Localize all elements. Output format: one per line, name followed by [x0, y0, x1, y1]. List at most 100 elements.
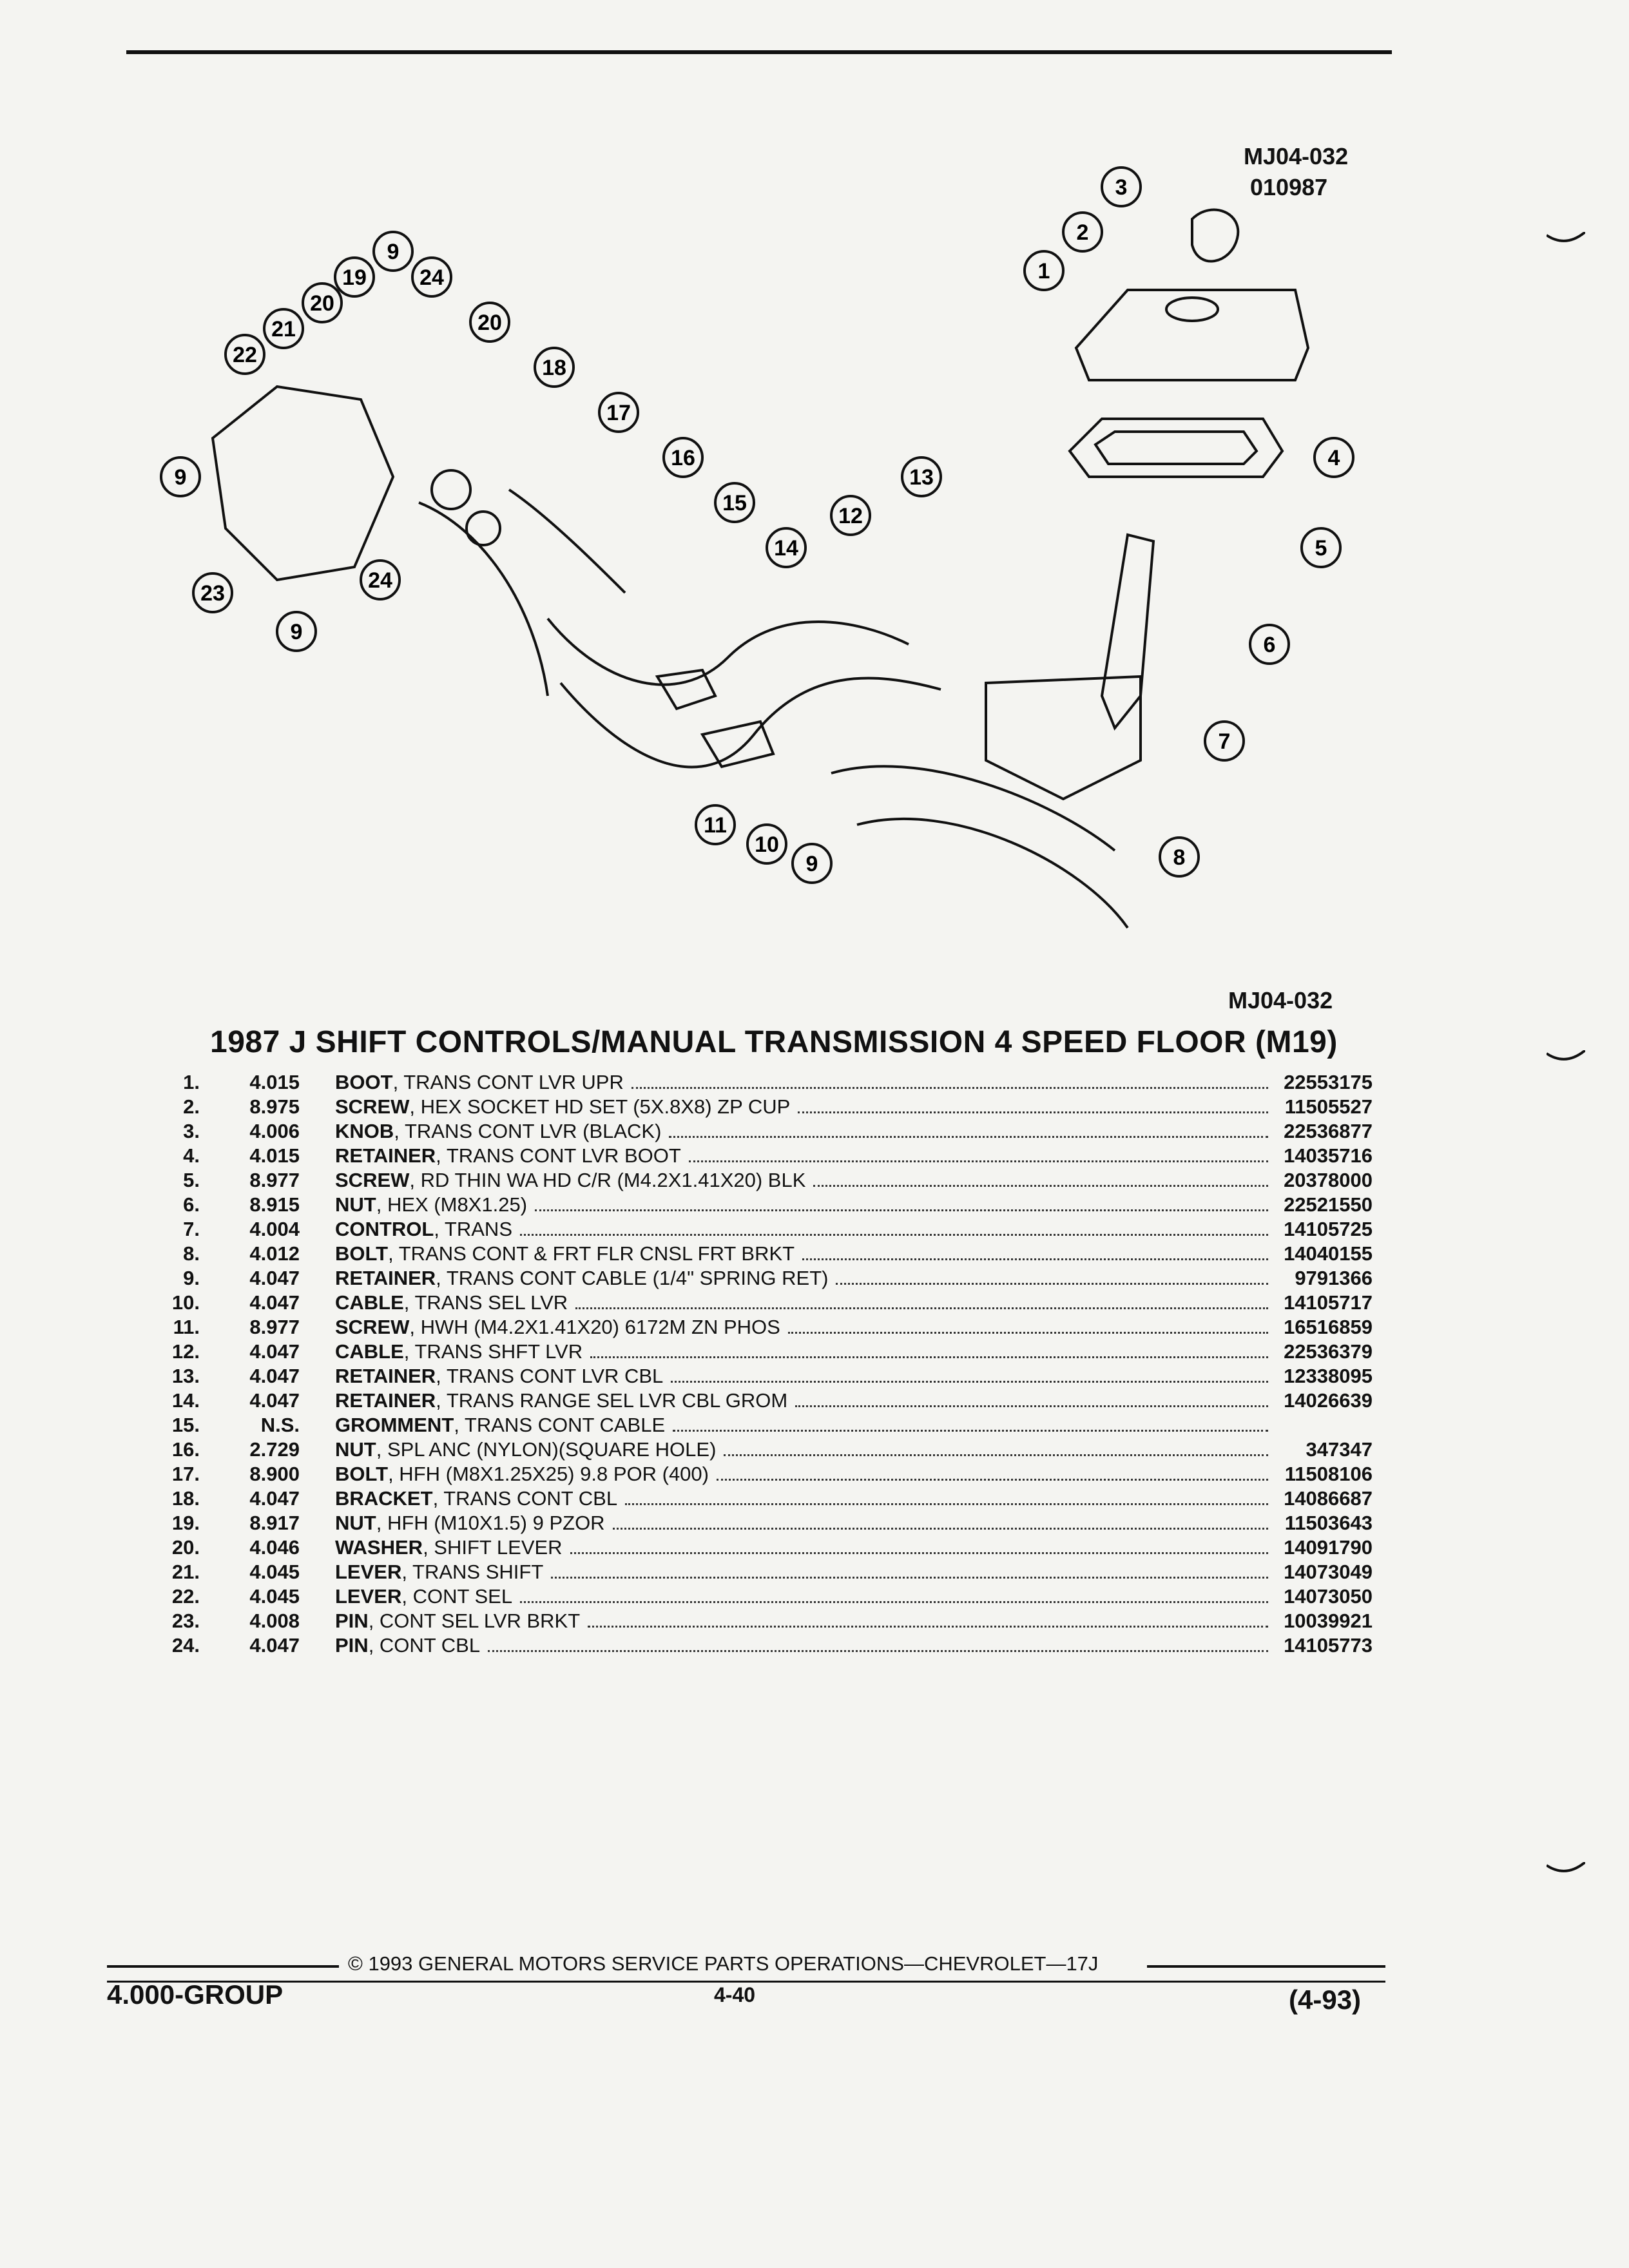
svg-text:9: 9 [175, 465, 187, 490]
leader-dots [795, 1389, 1268, 1407]
part-number: 22536877 [1284, 1120, 1373, 1142]
part-name: SCREW [335, 1169, 410, 1191]
leader-dots [671, 1365, 1268, 1383]
callout-11: 11 [695, 804, 736, 845]
part-index: 17. [171, 1463, 200, 1485]
part-detail: , TRANS CONT LVR CBL [436, 1365, 664, 1387]
part-number: 14073050 [1284, 1585, 1373, 1608]
control-base-shape [985, 675, 1142, 801]
part-detail: , TRANS CONT CBL [432, 1487, 618, 1510]
leader-dots [798, 1095, 1268, 1113]
part-description: NUT, HEX (M8X1.25) [335, 1193, 1276, 1216]
part-name: BOLT [335, 1463, 389, 1485]
group-label: 4.000-GROUP [107, 1979, 284, 2010]
part-detail: , TRANS SHIFT [401, 1561, 544, 1583]
part-group: 4.047 [249, 1267, 300, 1289]
callout-20-right: 20 [469, 302, 510, 343]
part-index: 3. [183, 1120, 200, 1142]
part-description: GROMMENT, TRANS CONT CABLE [335, 1414, 1276, 1437]
part-name: PIN [335, 1610, 369, 1632]
part-name: PIN [335, 1634, 369, 1657]
callout-6: 6 [1249, 624, 1290, 665]
leader-dots [575, 1291, 1268, 1309]
part-detail: , SPL ANC (NYLON)(SQUARE HOLE) [376, 1438, 717, 1461]
part-description: KNOB, TRANS CONT LVR (BLACK) [335, 1120, 1276, 1143]
svg-text:19: 19 [342, 265, 367, 290]
part-name: BRACKET [335, 1487, 433, 1510]
part-number: 14026639 [1284, 1389, 1373, 1412]
svg-text:24: 24 [419, 265, 444, 290]
callout-16: 16 [662, 437, 704, 478]
page-number: 4-40 [714, 1983, 756, 2006]
part-index: 2. [183, 1095, 200, 1118]
callout-19: 19 [334, 256, 375, 298]
callout-21: 21 [263, 308, 304, 349]
svg-text:17: 17 [606, 401, 631, 425]
part-index: 18. [171, 1487, 200, 1510]
part-detail: , TRANS CONT CABLE (1/4" SPRING RET) [436, 1267, 829, 1289]
part-number: 14035716 [1284, 1144, 1373, 1167]
svg-text:2: 2 [1077, 220, 1089, 245]
part-number: 22521550 [1284, 1193, 1373, 1216]
part-number: 10039921 [1284, 1610, 1373, 1632]
shift-lever-shape [1100, 533, 1155, 731]
part-name: BOOT [335, 1071, 393, 1093]
diagram-code-top: MJ04-032 [1244, 143, 1349, 169]
leader-dots [673, 1414, 1268, 1432]
svg-text:5: 5 [1315, 536, 1327, 561]
part-index: 20. [171, 1536, 200, 1559]
part-description: SCREW, HWH (M4.2X1.41X20) 6172M ZN PHOS [335, 1316, 1276, 1339]
callout-22: 22 [224, 334, 265, 375]
part-description: RETAINER, TRANS CONT LVR BOOT [335, 1144, 1276, 1168]
callout-14: 14 [766, 527, 807, 568]
part-description: PIN, CONT CBL [335, 1634, 1276, 1657]
part-detail: , HFH (M8X1.25X25) 9.8 POR (400) [388, 1463, 709, 1485]
part-group: 4.008 [249, 1610, 300, 1632]
diagram-code-bottom: MJ04-032 [1228, 987, 1333, 1014]
punch-mark-1 [1547, 232, 1585, 242]
part-index: 1. [183, 1071, 200, 1093]
leader-dots [787, 1316, 1268, 1334]
part-index: 13. [171, 1365, 200, 1387]
part-number: 14105717 [1284, 1291, 1373, 1314]
svg-text:20: 20 [477, 311, 502, 335]
floor-lines [831, 765, 1129, 929]
svg-text:10: 10 [755, 832, 779, 857]
footer-rule [107, 1981, 1385, 1983]
part-group: N.S. [260, 1414, 300, 1436]
cable-12 [546, 617, 909, 686]
part-number: 347347 [1306, 1438, 1373, 1461]
part-name: RETAINER [335, 1144, 436, 1167]
part-index: 21. [171, 1561, 200, 1583]
svg-text:9: 9 [806, 852, 818, 876]
part-group: 4.047 [249, 1634, 300, 1657]
part-description: CABLE, TRANS SEL LVR [335, 1291, 1276, 1314]
callout-23: 23 [192, 572, 233, 613]
part-name: RETAINER [335, 1389, 436, 1412]
part-group: 4.015 [249, 1144, 300, 1167]
footer-rule-left [107, 1965, 339, 1968]
part-group: 4.047 [249, 1340, 300, 1363]
part-index: 16. [171, 1438, 200, 1461]
boot-opening [1165, 296, 1219, 322]
part-name: SCREW [335, 1316, 410, 1338]
part-detail: , CONT CBL [368, 1634, 481, 1657]
svg-text:21: 21 [271, 317, 296, 341]
svg-text:24: 24 [368, 568, 392, 593]
leader-dots [669, 1120, 1268, 1138]
part-group: 8.975 [249, 1095, 300, 1118]
part-group: 4.047 [249, 1389, 300, 1412]
part-number: 14073049 [1284, 1561, 1373, 1583]
part-number: 12338095 [1284, 1365, 1373, 1387]
callout-9-lower: 9 [791, 843, 833, 884]
part-detail: , TRANS CONT LVR (BLACK) [394, 1120, 662, 1142]
part-group: 4.015 [249, 1071, 300, 1093]
part-number: 11503643 [1284, 1512, 1373, 1534]
part-group: 2.729 [249, 1438, 300, 1461]
part-group: 4.045 [249, 1585, 300, 1608]
